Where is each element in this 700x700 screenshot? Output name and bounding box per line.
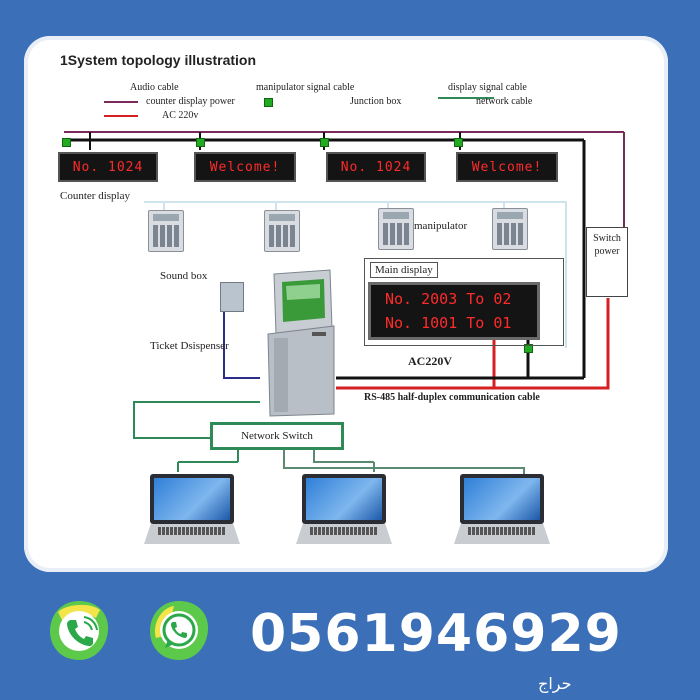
switch-power-box: Switch power (586, 227, 628, 297)
legend-display-signal-cable: display signal cable (448, 82, 527, 93)
junction-box-icon (454, 138, 463, 147)
ticket-dispenser-kiosk-icon (267, 269, 335, 417)
diagram-title: 1System topology illustration (60, 52, 257, 68)
junction-box-icon (524, 344, 533, 353)
laptop-icon (296, 474, 392, 546)
legend-manipulator-signal-cable: manipulator signal cable (256, 82, 355, 93)
counter-display-2: Welcome! (194, 152, 296, 182)
counter-display-label: Counter display (60, 190, 130, 202)
sound-box-label: Sound box (160, 270, 208, 282)
junction-box-legend-icon (264, 98, 273, 107)
haraj-watermark: حراج (538, 674, 572, 693)
counter-display-3: No. 1024 (326, 152, 426, 182)
legend-counter-display-power: counter display power (146, 96, 235, 107)
phone-call-icon[interactable] (46, 598, 112, 664)
manipulator-keypad-icon (378, 208, 414, 250)
manipulator-label: manipulator (414, 220, 468, 232)
laptop-icon (144, 474, 240, 546)
main-display: No. 2003 To 02 No. 1001 To 01 (368, 282, 540, 340)
laptop-icon (454, 474, 550, 546)
legend-audio-cable: Audio cable (130, 82, 179, 93)
sound-box-icon (220, 282, 244, 312)
counter-display-4: Welcome! (456, 152, 558, 182)
main-display-label: Main display (370, 262, 438, 278)
network-switch: Network Switch (210, 422, 344, 450)
junction-box-icon (320, 138, 329, 147)
whatsapp-icon[interactable] (146, 598, 212, 664)
main-display-line-1: No. 2003 To 02 (385, 290, 512, 308)
ac220v-label: AC220V (408, 354, 452, 368)
ticket-dispenser-label: Ticket Dsispenser (150, 340, 229, 352)
main-display-line-2: No. 1001 To 01 (385, 314, 512, 332)
phone-number[interactable]: 0561946929 (250, 604, 622, 664)
manipulator-keypad-icon (148, 210, 184, 252)
legend-network-cable: network cable (476, 96, 533, 107)
manipulator-keypad-icon (492, 208, 528, 250)
manipulator-keypad-icon (264, 210, 300, 252)
counter-display-1: No. 1024 (58, 152, 158, 182)
main-display-frame (364, 258, 564, 346)
diagram-panel: 1System topology illustration (24, 36, 668, 572)
junction-box-icon (196, 138, 205, 147)
rs485-label: RS-485 half-duplex communication cable (364, 392, 540, 403)
junction-box-icon (62, 138, 71, 147)
legend-junction-box: Junction box (350, 96, 402, 107)
legend-ac-220v: AC 220v (162, 110, 199, 121)
